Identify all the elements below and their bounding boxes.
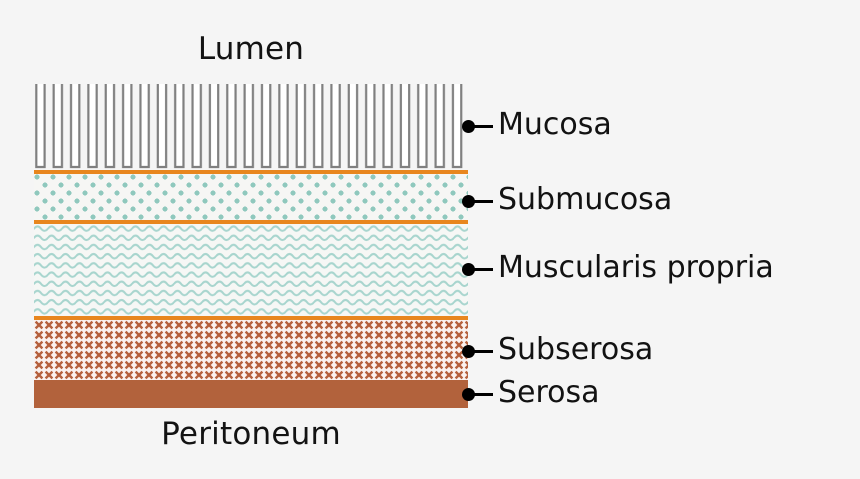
label-serosa: Serosa (498, 375, 600, 410)
label-subserosa: Subserosa (498, 332, 654, 367)
label-muscularis-propria: Muscularis propria (498, 250, 774, 285)
leader-dash-subserosa (473, 350, 493, 353)
layer-muscularis-propria (34, 224, 468, 316)
lumen-label: Lumen (197, 31, 305, 67)
leader-dash-muscularis-propria (473, 268, 493, 271)
separator-mucosa-submucosa (34, 170, 468, 174)
leader-dash-mucosa (473, 125, 493, 128)
wall-layer-stack (34, 84, 468, 408)
layer-mucosa (34, 84, 468, 170)
separator-submucosa-muscularis (34, 220, 468, 224)
wavy-lines-pattern-icon (34, 224, 468, 316)
peritoneum-label: Peritoneum (161, 416, 341, 452)
leader-dot-mucosa (462, 120, 475, 133)
layer-submucosa (34, 174, 468, 220)
layer-subserosa (34, 320, 468, 380)
villi-pattern-icon (34, 84, 468, 170)
leader-dot-subserosa (462, 345, 475, 358)
cross-hatch-pattern-icon (34, 320, 468, 380)
separator-muscularis-subserosa (34, 316, 468, 320)
leader-dash-serosa (473, 393, 493, 396)
leader-dot-muscularis-propria (462, 263, 475, 276)
leader-dot-submucosa (462, 195, 475, 208)
label-submucosa: Submucosa (498, 182, 673, 217)
leader-dash-submucosa (473, 200, 493, 203)
layer-serosa (34, 380, 468, 408)
label-mucosa: Mucosa (498, 107, 612, 142)
leader-dot-serosa (462, 388, 475, 401)
